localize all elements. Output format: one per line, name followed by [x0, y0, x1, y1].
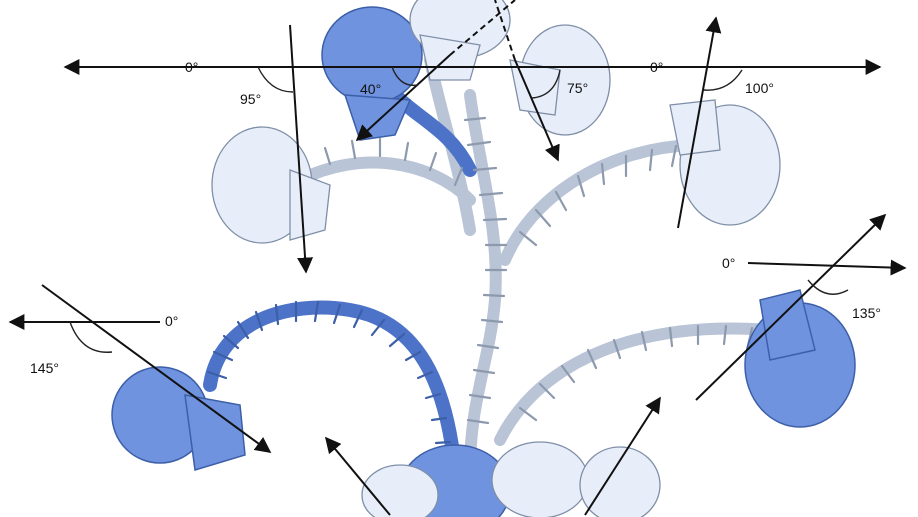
central-spine: [464, 89, 502, 476]
skull-upper-right: [669, 99, 781, 226]
extension-75-dashed: [494, 0, 516, 61]
flexion-100-arrow: [677, 16, 722, 229]
skull-lower-right-blue: [744, 289, 856, 428]
extension-40-arrow: [355, 54, 451, 142]
bottom-right-arrow: [584, 396, 661, 516]
left-upper-spine: [294, 156, 476, 206]
skull-bottom-pale: [361, 441, 661, 517]
arc-75: [531, 69, 561, 99]
arc-40: [391, 66, 419, 87]
label-40: 40°: [360, 81, 381, 97]
extension-40-dashed: [449, 0, 516, 56]
arc-95: [257, 66, 294, 93]
bottom-left-arrow: [324, 436, 391, 516]
arc-135: [807, 279, 849, 295]
spine-illustrations: [203, 54, 776, 477]
skulls: [111, 0, 856, 517]
right-upper-spine: [499, 139, 696, 266]
label-lower-right-zero: 0°: [722, 255, 735, 271]
extension-75-arrow: [514, 59, 560, 162]
reference-lines: [8, 0, 907, 516]
extension-135-arrow: [695, 213, 887, 401]
extension-145-arrow: [41, 284, 272, 453]
left-arch-spine: [203, 300, 462, 477]
label-100: 100°: [745, 80, 774, 96]
label-145: 145°: [30, 360, 59, 376]
lower-right-horizontal-axis: [747, 259, 907, 276]
blue-vertebrae: [206, 300, 452, 445]
skull-lower-left-blue: [111, 366, 246, 471]
skull-top-blue: [321, 6, 423, 141]
label-135: 135°: [852, 305, 881, 321]
label-top-right-zero: 0°: [650, 59, 663, 75]
right-lower-spine: [494, 322, 776, 446]
right-lower-vertebrae: [518, 324, 754, 422]
skull-top-right: [509, 24, 611, 136]
right-upper-vertebrae: [518, 144, 678, 247]
left-upper-vertebrae: [298, 137, 464, 187]
label-75: 75°: [567, 80, 588, 96]
label-top-left-zero: 0°: [185, 59, 198, 75]
arc-145: [69, 321, 113, 353]
label-95: 95°: [240, 91, 261, 107]
central-vertebrae: [463, 116, 508, 425]
flexion-95-arrow: [289, 24, 314, 274]
label-lower-left-zero: 0°: [165, 313, 178, 329]
skull-upper-left: [211, 126, 331, 244]
arc-100: [703, 69, 743, 91]
angle-labels: 0° 0° 95° 40° 75° 100° 0° 135° 0° 145°: [30, 59, 881, 376]
